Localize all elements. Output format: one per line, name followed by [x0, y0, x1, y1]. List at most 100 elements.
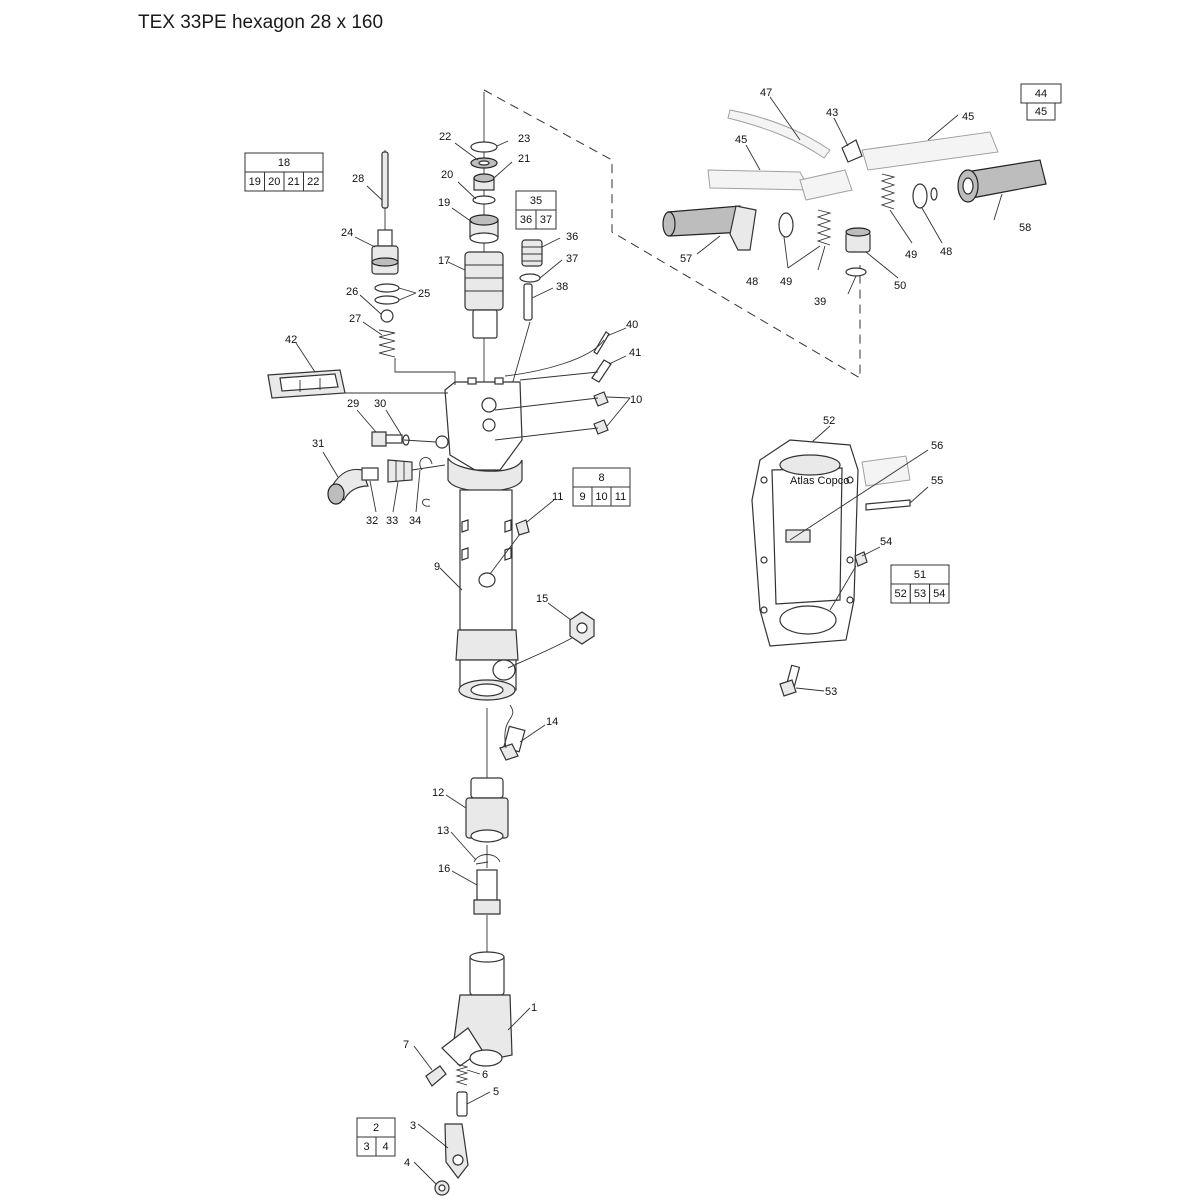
- label-1: 1: [531, 1002, 537, 1014]
- part-38-pin: [523, 283, 533, 321]
- label-50: 50: [894, 280, 906, 292]
- kit-8-cell: 11: [615, 491, 626, 503]
- part-5-pin: [456, 1091, 468, 1117]
- label-5: 5: [493, 1086, 499, 1098]
- kit-table-18: 18 19 20 21 22: [244, 152, 324, 192]
- label-56: 56: [931, 440, 943, 452]
- part-41-pin: [591, 359, 612, 383]
- part-15-nut: [569, 611, 595, 645]
- label-3: 3: [410, 1120, 416, 1132]
- label-55: 55: [931, 475, 943, 487]
- kit-35-cell: 37: [540, 214, 552, 226]
- label-9: 9: [434, 561, 440, 573]
- kit-51-cell: 54: [933, 588, 945, 600]
- part-49-springs: [816, 173, 896, 246]
- kit-18-cell: 19: [249, 176, 261, 188]
- callout-numbers: 1 3 4 5 6 7 9 10 11 12 13 14 15 16 17 19…: [285, 87, 1031, 1169]
- label-52: 52: [823, 415, 835, 427]
- kit-8-cell: 9: [579, 491, 585, 503]
- label-25: 25: [418, 288, 430, 300]
- part-32-nipple: [361, 467, 379, 481]
- label-12: 12: [432, 787, 444, 799]
- kit-18-cell: 22: [307, 176, 319, 188]
- kit-8-head: 8: [598, 472, 604, 484]
- part-10-plugs: [593, 391, 609, 435]
- part-20-ring: [472, 195, 496, 205]
- part-31-elbow: [327, 468, 369, 505]
- kit-18-cell: 20: [268, 176, 280, 188]
- label-48-right: 48: [940, 246, 952, 258]
- part-26-ball: [380, 309, 394, 323]
- label-31: 31: [312, 438, 324, 450]
- kit-table-2: 2 3 4: [356, 1117, 396, 1157]
- part-4-nut: [434, 1180, 450, 1196]
- part-50-valve: [845, 227, 871, 253]
- kit-44-head: 44: [1035, 88, 1047, 100]
- part-14-bolt: [499, 725, 526, 761]
- kit-table-8: 8 9 10 11: [572, 467, 631, 507]
- part-57-grip: [662, 205, 757, 251]
- part-12-sleeve: [465, 777, 509, 843]
- kit-table-35: 35 36 37: [515, 190, 557, 230]
- label-19: 19: [438, 197, 450, 209]
- handle-assembly-boundary: [483, 89, 861, 379]
- kit-table-44: 44 45: [1020, 83, 1062, 121]
- label-58: 58: [1019, 222, 1031, 234]
- diagram-title: TEX 33PE hexagon 28 x 160: [138, 12, 383, 33]
- part-55-label: [865, 499, 911, 511]
- part-11-plug: [515, 519, 530, 536]
- part-37-oring: [519, 273, 541, 283]
- part-16-bushing: [473, 869, 501, 915]
- part-9-cylinder: [435, 377, 523, 701]
- label-15: 15: [536, 593, 548, 605]
- axis-pin-38: [509, 321, 531, 393]
- part-53-bolt: [779, 664, 801, 697]
- label-36: 36: [566, 231, 578, 243]
- label-45-right: 45: [962, 111, 974, 123]
- part-3-latch: [444, 1123, 469, 1179]
- part-22-washer: [470, 157, 498, 169]
- part-36-valve: [521, 239, 543, 267]
- part-21-nut: [473, 173, 495, 191]
- part-24-valve: [371, 229, 399, 275]
- part-39-oring: [845, 267, 867, 277]
- part-25-orings: [374, 283, 400, 305]
- part-28-rod: [381, 151, 389, 209]
- part-52-housing: Atlas Copco: [751, 439, 859, 647]
- label-4: 4: [404, 1157, 410, 1169]
- label-23: 23: [518, 133, 530, 145]
- kit-18-cell: 21: [288, 176, 300, 188]
- label-20: 20: [441, 169, 453, 181]
- kit-2-cell: 4: [382, 1141, 388, 1153]
- part-27-spring: [378, 329, 396, 358]
- label-42: 42: [285, 334, 297, 346]
- label-53: 53: [825, 686, 837, 698]
- label-14: 14: [546, 716, 558, 728]
- label-16: 16: [438, 863, 450, 875]
- label-40: 40: [626, 319, 638, 331]
- part-58-grip: [957, 159, 1047, 203]
- part-19-cap: [469, 214, 499, 244]
- kit-2-cell: 3: [363, 1141, 369, 1153]
- handle-ghost-parts: [707, 109, 999, 201]
- label-34: 34: [409, 515, 421, 527]
- label-54: 54: [880, 536, 892, 548]
- part-43-lever: [841, 139, 863, 163]
- label-22: 22: [439, 131, 451, 143]
- label-43: 43: [826, 107, 838, 119]
- label-29: 29: [347, 398, 359, 410]
- label-27: 27: [349, 313, 361, 325]
- label-30: 30: [374, 398, 386, 410]
- part-17-piston: [464, 251, 504, 339]
- kit-2-head: 2: [373, 1122, 379, 1134]
- part-48-washers: [778, 183, 938, 238]
- housing-brand-plate: Atlas Copco: [790, 475, 849, 487]
- label-47: 47: [760, 87, 772, 99]
- kit-51-cell: 53: [914, 588, 926, 600]
- label-17: 17: [438, 255, 450, 267]
- label-26: 26: [346, 286, 358, 298]
- label-48-left: 48: [746, 276, 758, 288]
- kit-35-head: 35: [530, 195, 542, 207]
